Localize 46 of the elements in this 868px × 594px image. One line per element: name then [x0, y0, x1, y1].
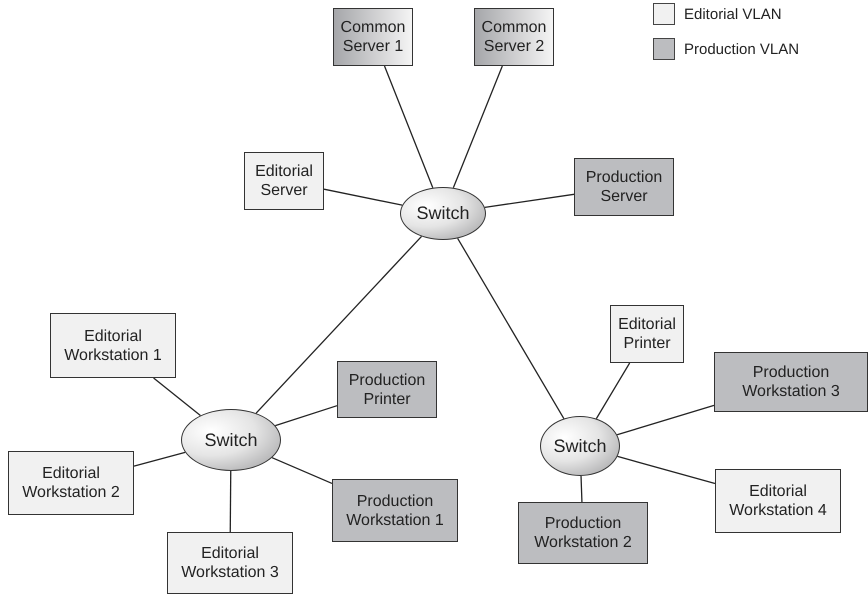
device-box [518, 502, 648, 564]
legend-label: Editorial VLAN [684, 6, 782, 22]
device-box [50, 313, 176, 378]
device-box [715, 469, 841, 533]
connector-line [452, 66, 503, 188]
device-box [333, 8, 413, 66]
node-label: Production Server [584, 168, 664, 206]
connector-line [384, 66, 434, 188]
node-label: Production Workstation 3 [741, 363, 841, 401]
connector-line [134, 452, 186, 467]
connector-line [275, 405, 338, 426]
node-label: Switch [416, 203, 470, 224]
node-label: Editorial Workstation 3 [180, 544, 280, 582]
device-box [574, 158, 674, 216]
node-label: Editorial Workstation 1 [63, 326, 163, 364]
node-label: Editorial Server [254, 162, 314, 200]
node-label: Common Server 1 [340, 18, 406, 56]
node-label: Editorial Workstation 2 [21, 464, 121, 502]
connector-line [324, 188, 402, 206]
connector-line [596, 362, 630, 419]
connector-line [256, 236, 422, 414]
device-box [610, 305, 684, 363]
node-label: Production Printer [348, 370, 426, 408]
node-label: Common Server 2 [480, 18, 548, 56]
device-box [714, 352, 868, 412]
connector-line [617, 456, 716, 484]
device-box [167, 532, 293, 594]
connector-line [580, 476, 583, 502]
device-box [8, 451, 134, 515]
connector-line [272, 457, 332, 484]
node-label: Switch [204, 430, 258, 450]
device-box [332, 479, 458, 542]
connector-line [153, 378, 201, 416]
legend-label: Production VLAN [684, 40, 800, 58]
connector-line [616, 404, 714, 436]
node-label: Production Workstation 2 [533, 514, 633, 552]
node-label: Editorial Workstation 4 [728, 482, 828, 520]
device-box [337, 361, 437, 418]
connector-line [230, 471, 232, 532]
connector-line [457, 238, 564, 419]
node-label: Production Workstation 1 [345, 492, 445, 530]
node-label: Editorial Printer [617, 315, 677, 353]
node-label: Switch [553, 436, 606, 456]
device-box [244, 152, 324, 210]
connector-line [484, 194, 574, 208]
device-box [474, 8, 554, 66]
